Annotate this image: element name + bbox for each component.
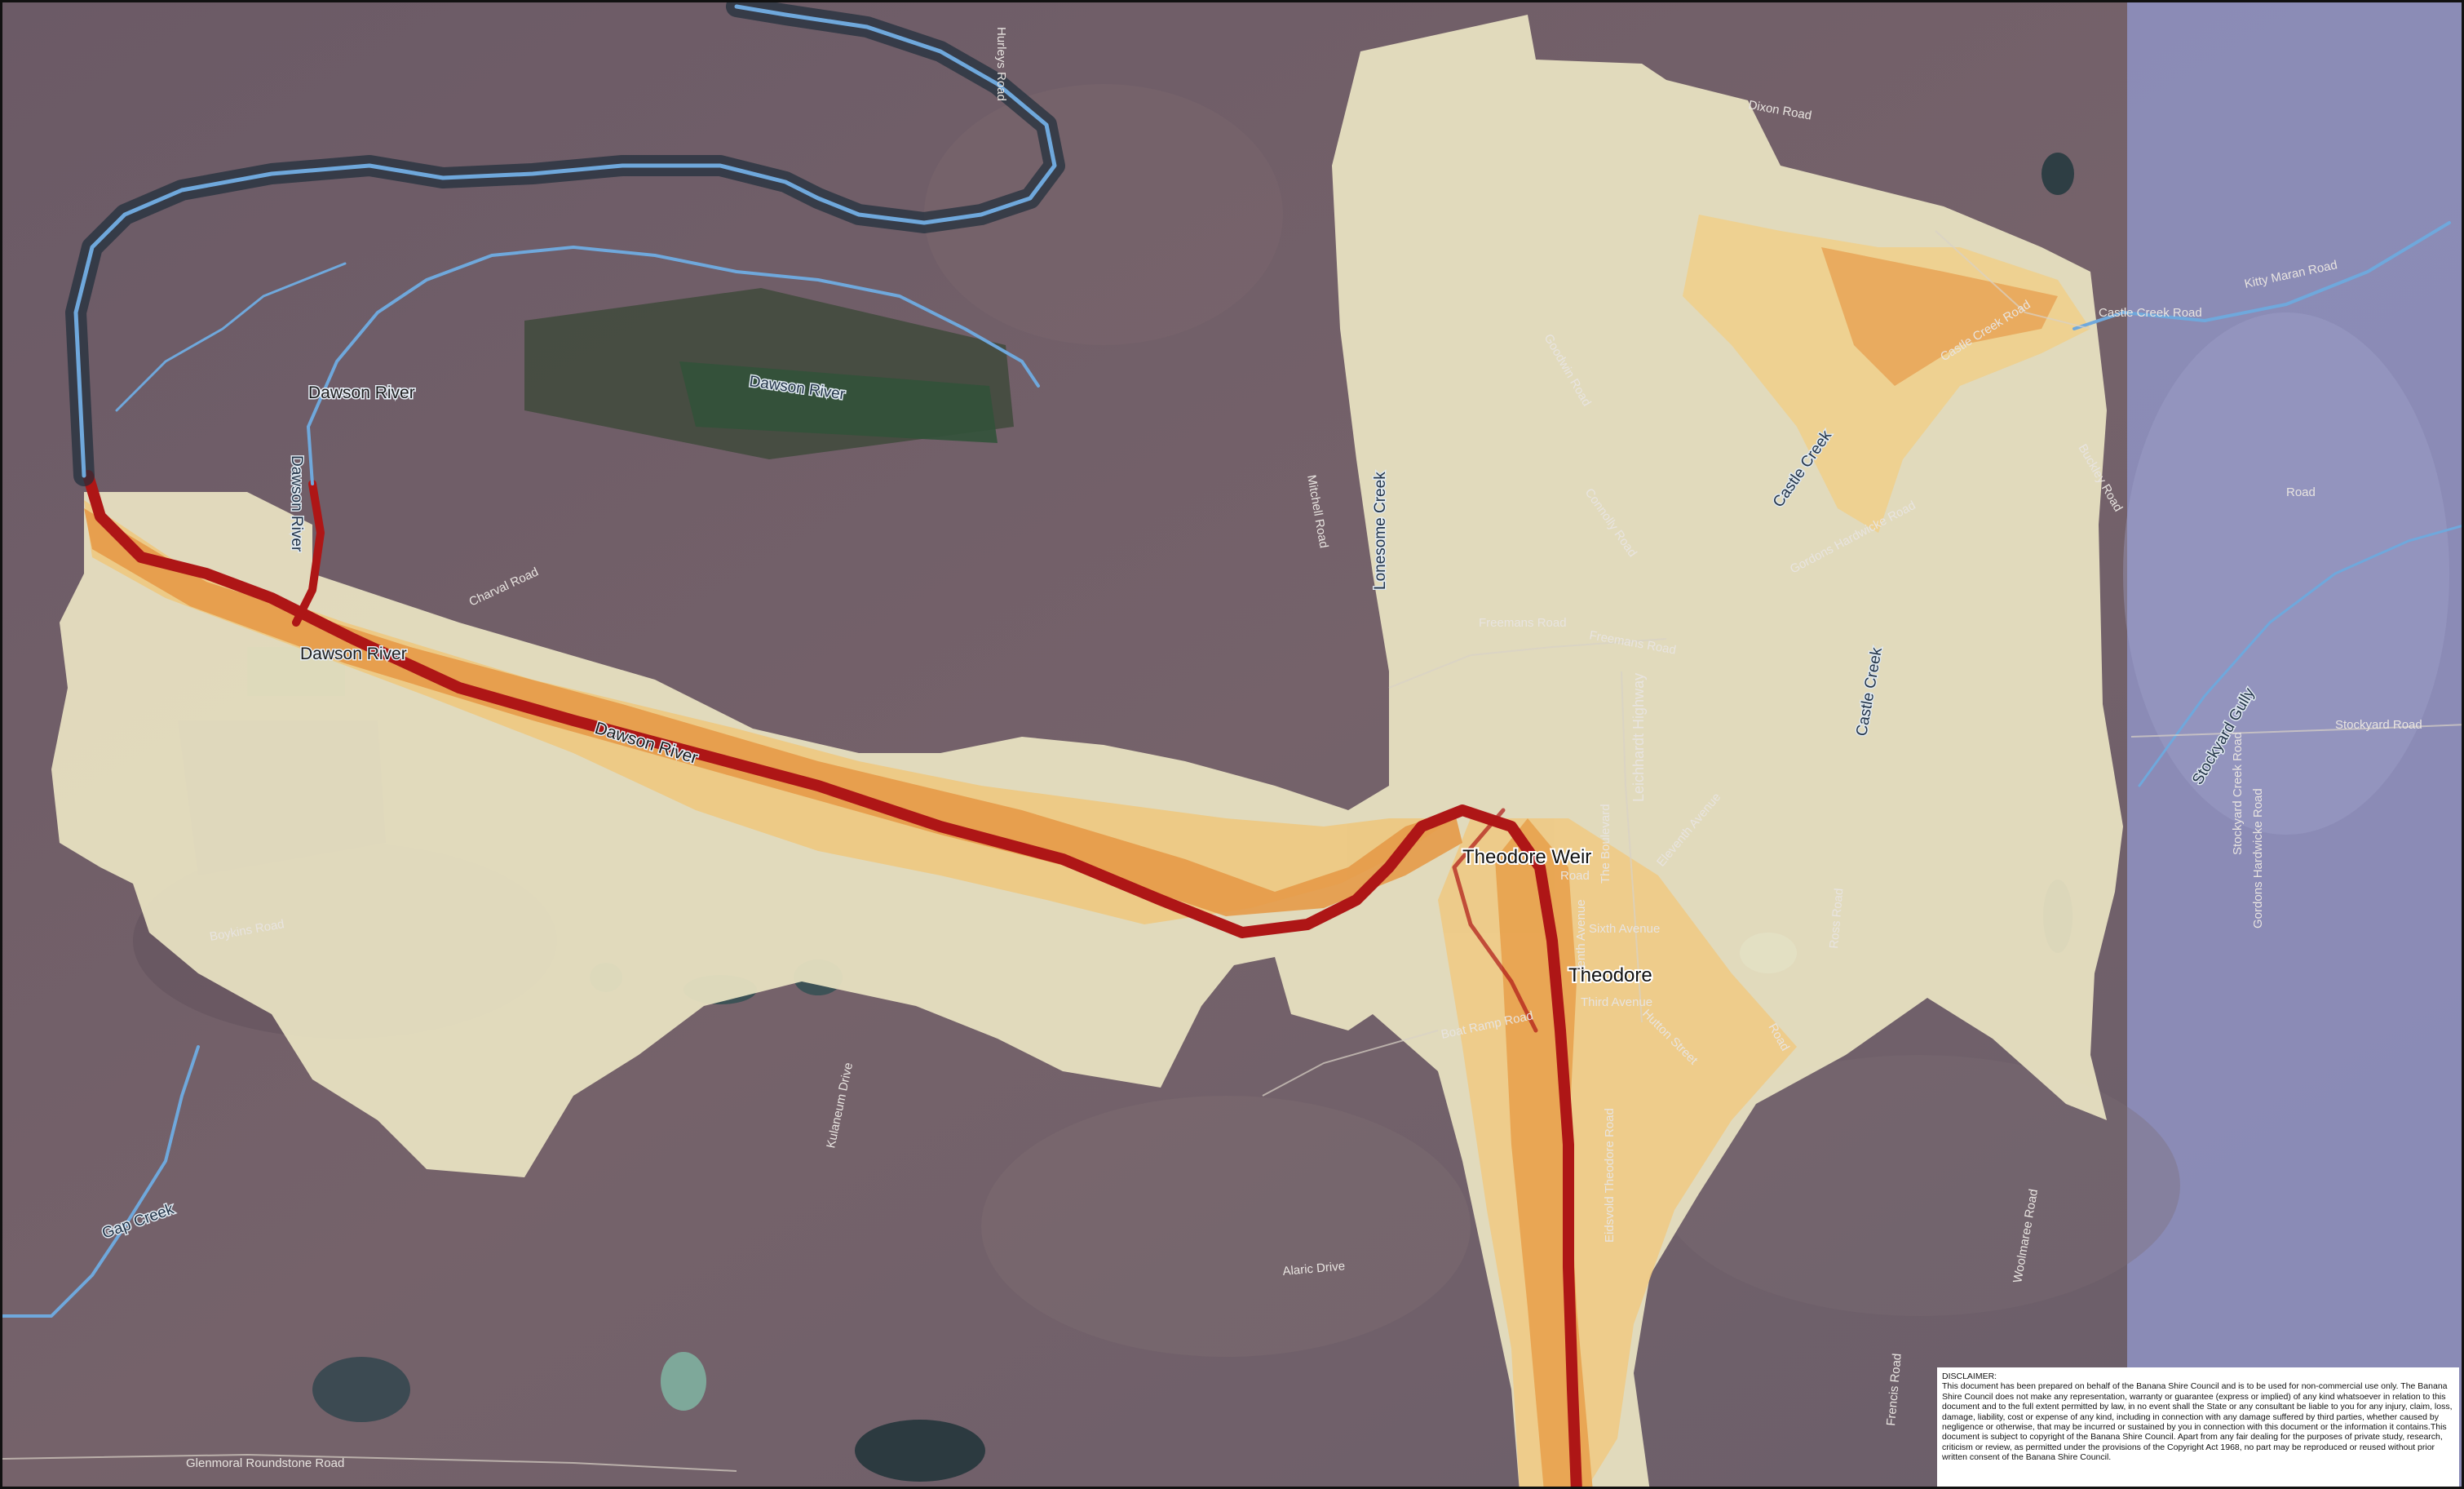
road-label: Hurleys Road — [994, 27, 1008, 101]
place-label-theodore: Theodore — [1568, 964, 1652, 986]
road-label: Sixth Avenue — [1589, 922, 1660, 936]
road-label: Freemans Road — [1479, 616, 1567, 630]
road-label: Road — [1560, 869, 1590, 883]
road-label: Glenmoral Roundstone Road — [186, 1456, 344, 1470]
creek-label: Lonesome Creek — [1372, 472, 1389, 590]
river-label: Dawson River — [300, 645, 407, 663]
road-label: Leichhardt Highway — [1630, 673, 1647, 802]
road-label: Gordons Hardwicke Road — [2251, 788, 2265, 928]
river-lines — [2, 2, 2462, 1318]
river-label: Dawson River — [288, 455, 305, 552]
disclaimer-box: DISCLAIMER: This document has been prepa… — [1937, 1367, 2459, 1487]
road-label: Stockyard Road — [2335, 718, 2422, 732]
road-label: Castle Creek Road — [2099, 306, 2202, 320]
river-label: Dawson River — [308, 383, 415, 402]
place-label-theodore-weir: Theodore Weir — [1462, 846, 1591, 868]
road-label: Road — [2286, 485, 2316, 499]
disclaimer-body: This document has been prepared on behal… — [1942, 1381, 2453, 1463]
road-label: Stockyard Creek Road — [2231, 732, 2245, 855]
disclaimer-title: DISCLAIMER: — [1942, 1372, 1997, 1381]
terrain-texture — [133, 84, 2449, 1357]
road-label: The Boulevard — [1599, 804, 1612, 884]
road-label: Eidsvold Theodore Road — [1603, 1108, 1617, 1243]
road-label: Ross Road — [1827, 888, 1846, 949]
roads — [2, 230, 2462, 1472]
place-labels: Theodore Weir Theodore — [1461, 844, 1654, 988]
flood-deep — [82, 470, 1582, 1487]
road-label: Tenth Avenue — [1574, 899, 1588, 973]
road-label: Alaric Drive — [1282, 1259, 1346, 1279]
road-label: Third Avenue — [1581, 995, 1652, 1009]
